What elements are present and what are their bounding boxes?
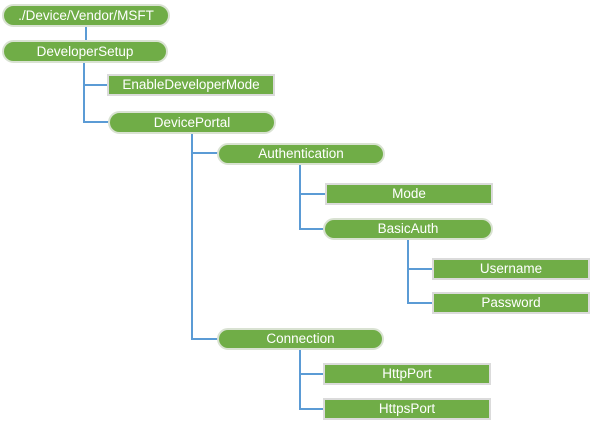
connector-basicauth-descender [407,240,409,304]
connector-branch-enabledevelopermode [83,84,109,86]
connector-branch-mode [299,193,326,195]
connector-branch-httpsport [299,408,324,410]
connector-root-to-developersetup [85,26,87,40]
node-deviceportal: DevicePortal [108,111,276,134]
connector-developersetup-descender [83,62,85,123]
connector-branch-password [407,302,433,304]
node-developersetup: DeveloperSetup [2,40,168,63]
node-device-vendor-msft: ./Device/Vendor/MSFT [2,4,170,27]
node-basicauth: BasicAuth [323,218,493,240]
node-authentication: Authentication [217,143,385,165]
connector-branch-username [407,268,433,270]
connector-branch-httpport [299,373,324,375]
connector-branch-connection [191,338,218,340]
node-connection: Connection [217,328,384,350]
connector-deviceportal-descender [191,133,193,340]
node-httpsport: HttpsPort [323,398,491,420]
connector-branch-basicauth [299,228,324,230]
connector-connection-descender [299,349,301,410]
node-password: Password [432,292,590,314]
node-enabledevelopermode: EnableDeveloperMode [107,74,275,96]
connector-branch-authentication [191,152,218,154]
connector-branch-deviceportal [83,121,110,123]
node-username: Username [432,258,590,280]
connector-authentication-descender [299,164,301,230]
node-httpport: HttpPort [323,363,491,385]
node-mode: Mode [325,183,493,205]
